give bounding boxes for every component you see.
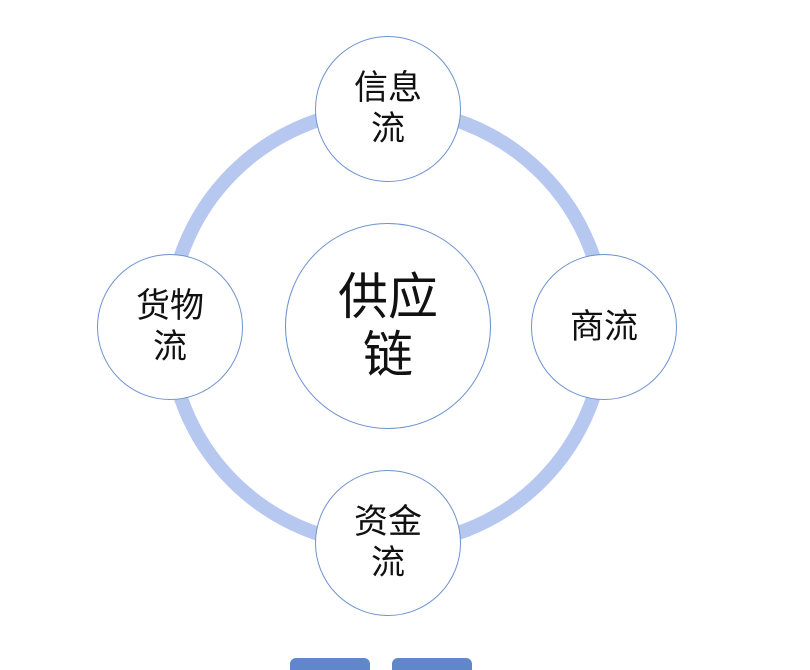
node-capital-flow: 资金 流 (315, 470, 461, 616)
center-node-label: 供应 链 (338, 268, 438, 384)
node-label-goods-flow: 货物 流 (136, 286, 204, 367)
node-label-capital-flow: 资金 流 (354, 502, 422, 583)
center-node-supply-chain: 供应 链 (285, 223, 491, 429)
node-label-business-flow: 商流 (570, 306, 638, 347)
node-label-information-flow: 信息 流 (354, 68, 422, 149)
node-business-flow: 商流 (531, 254, 677, 400)
bottom-tab-left[interactable] (290, 658, 370, 670)
bottom-tab-right[interactable] (392, 658, 472, 670)
node-information-flow: 信息 流 (315, 36, 461, 182)
node-goods-flow: 货物 流 (97, 254, 243, 400)
